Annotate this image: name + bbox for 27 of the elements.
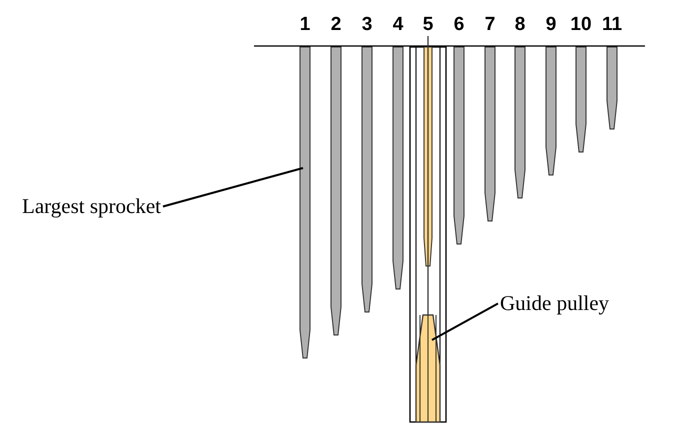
leader-line — [162, 167, 304, 208]
sprocket-number: 1 — [300, 14, 310, 36]
sprocket-number: 2 — [330, 14, 342, 36]
sprocket — [576, 46, 586, 152]
chain-line — [427, 36, 429, 315]
sprocket — [606, 46, 618, 130]
sprocket — [392, 46, 404, 290]
sprocket-number: 3 — [362, 14, 372, 36]
sprocket — [362, 46, 372, 312]
sprocket — [454, 46, 464, 244]
sprocket — [514, 46, 526, 198]
sprocket-number: 4 — [392, 14, 404, 36]
sprocket-number: 9 — [546, 14, 556, 36]
guide-pulley-drawing — [415, 314, 441, 423]
sprocket-number: 7 — [484, 14, 496, 36]
sprocket — [546, 46, 556, 176]
sprocket — [330, 46, 342, 336]
sprocket-number: 5 — [422, 14, 434, 36]
sprocket-number: 8 — [514, 14, 526, 36]
part-label: Guide pulley — [500, 291, 610, 316]
sprocket-number: 10 — [570, 14, 592, 36]
sprocket-number: 11 — [602, 14, 622, 36]
sprocket — [300, 46, 310, 358]
sprocket — [484, 46, 496, 222]
part-label: Largest sprocket — [22, 194, 161, 219]
sprocket-number: 6 — [454, 14, 464, 36]
leader-line — [432, 302, 498, 341]
